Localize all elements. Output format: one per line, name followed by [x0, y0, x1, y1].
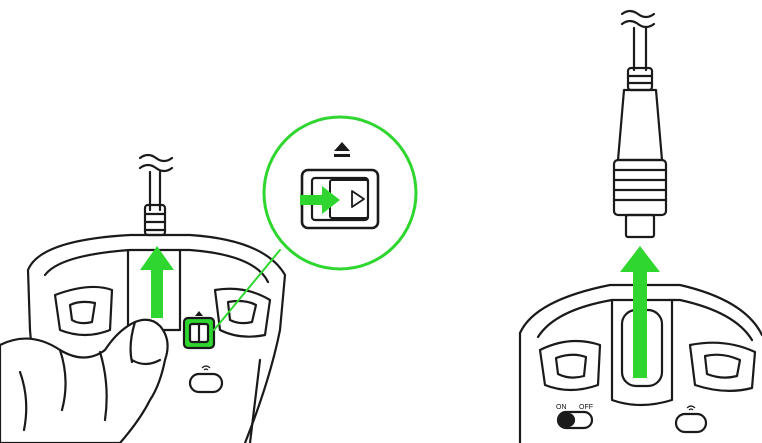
cable-break-mark — [622, 21, 654, 27]
usb-cable — [634, 28, 646, 70]
pull-up-arrow — [140, 246, 174, 318]
lock-switch-small — [184, 311, 214, 348]
wireless-button — [190, 374, 222, 392]
mouse-skate — [690, 343, 755, 391]
mouse-skate — [540, 341, 600, 390]
usb-connector — [618, 90, 662, 160]
left-mouse-illustration — [0, 155, 285, 443]
cable-break-mark — [140, 165, 172, 171]
mouse-skate — [55, 287, 112, 335]
cable-break-mark — [622, 11, 654, 17]
wireless-button — [676, 414, 706, 432]
power-on-label: ON — [556, 404, 567, 411]
cable-break-mark — [140, 155, 172, 161]
wireless-icon — [687, 406, 695, 410]
right-mouse-illustration — [520, 11, 762, 443]
eject-icon — [195, 311, 203, 316]
lock-switch-zoom — [264, 117, 416, 269]
wireless-icon — [202, 366, 210, 370]
power-off-label: OFF — [579, 404, 593, 411]
